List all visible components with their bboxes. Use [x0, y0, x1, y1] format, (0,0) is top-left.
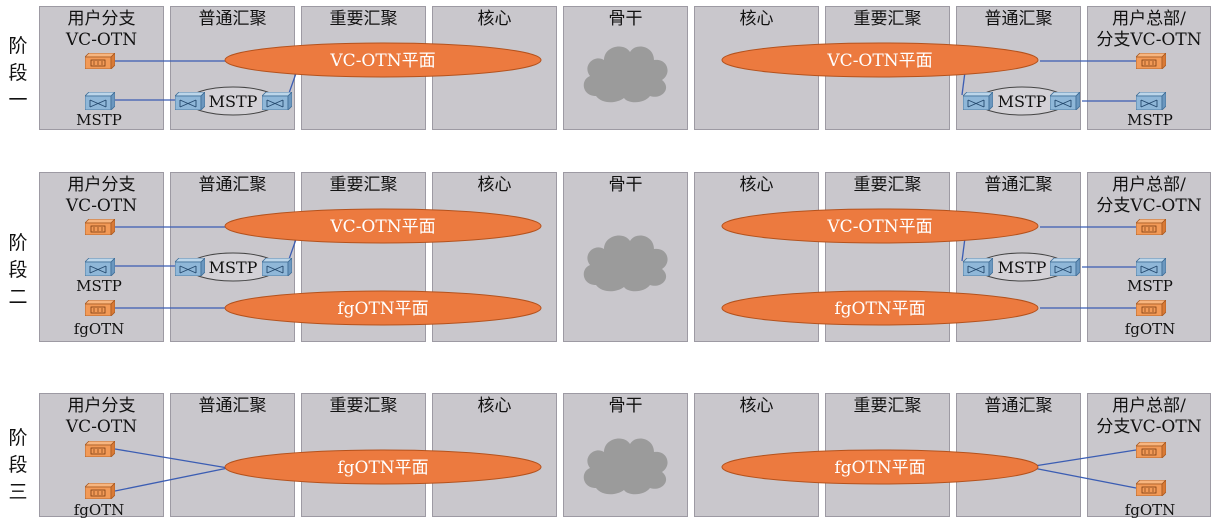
stage-label-3: 阶段三 [8, 427, 28, 503]
stage1-left-vc-otn-plane: VC-OTN平面 [224, 42, 542, 78]
plane-label: VC-OTN平面 [826, 217, 932, 237]
device-label: MSTP [1127, 111, 1173, 129]
col-title: 骨干 [608, 175, 643, 195]
otn-device-icon [85, 53, 115, 69]
otn-device-icon [85, 441, 115, 457]
mstp-device-icon [262, 258, 292, 276]
mstp-device-icon [963, 258, 993, 276]
otn-device-icon [85, 300, 115, 316]
mstp-device-icon [1136, 258, 1166, 276]
plane-label: VC-OTN平面 [826, 51, 932, 71]
col-title: 用户总部/分支VC-OTN [1096, 9, 1202, 50]
plane-label: VC-OTN平面 [329, 217, 435, 237]
col-title: 普通汇聚 [198, 175, 267, 195]
mstp-device-icon [85, 92, 115, 110]
stage2-right-fgotn-plane: fgOTN平面 [721, 290, 1039, 326]
col-title: 重要汇聚 [329, 175, 398, 195]
stage2-links [115, 226, 1136, 309]
cloud-icon [583, 438, 668, 495]
otn-device-icon [1136, 480, 1166, 496]
mstp-device-icon [1050, 258, 1080, 276]
stage3-left-fgotn-plane: fgOTN平面 [224, 449, 542, 485]
device-label: fgOTN [1125, 501, 1176, 519]
mstp-device-icon [1050, 92, 1080, 110]
cloud-icon [583, 46, 668, 103]
plane-label: VC-OTN平面 [329, 51, 435, 71]
plane-label: fgOTN平面 [337, 299, 428, 319]
mstp-device-icon [175, 258, 205, 276]
mstp-ring-label: MSTP [209, 92, 258, 111]
mstp-ring-label: MSTP [998, 92, 1047, 111]
col-title: 重要汇聚 [329, 9, 398, 29]
stage1-left-mstp-ring: MSTP [187, 86, 279, 116]
stage2-right-vc-otn-plane: VC-OTN平面 [721, 208, 1039, 244]
stage2-right-mstp-ring: MSTP [976, 252, 1068, 282]
col-title: 用户总部/分支VC-OTN [1096, 175, 1202, 216]
mstp-ring-label: MSTP [998, 258, 1047, 277]
otn-device-icon [1136, 300, 1166, 316]
stage-label-1: 阶段一 [8, 35, 28, 111]
col-title: 普通汇聚 [198, 396, 267, 416]
mstp-device-icon [1136, 92, 1166, 110]
otn-device-icon [1136, 53, 1166, 69]
stage2-left-vc-otn-plane: VC-OTN平面 [224, 208, 542, 244]
otn-device-icon [85, 483, 115, 499]
col-title: 普通汇聚 [984, 175, 1053, 195]
col-title: 核心 [477, 175, 512, 195]
mstp-device-icon [963, 92, 993, 110]
mstp-device-icon [262, 92, 292, 110]
col-title: 用户总部/分支VC-OTN [1096, 396, 1202, 437]
col-title: 核心 [477, 9, 512, 29]
stage1-right-vc-otn-plane: VC-OTN平面 [721, 42, 1039, 78]
stage2-left-fgotn-plane: fgOTN平面 [224, 290, 542, 326]
col-title: 重要汇聚 [853, 175, 922, 195]
col-title: 重要汇聚 [853, 396, 922, 416]
device-label: fgOTN [1125, 320, 1176, 338]
cloud-icon [583, 235, 668, 292]
mstp-device-icon [175, 92, 205, 110]
plane-label: fgOTN平面 [834, 458, 925, 478]
col-title: 骨干 [608, 396, 643, 416]
col-title: 核心 [739, 175, 774, 195]
mstp-ring-label: MSTP [209, 258, 258, 277]
col-title: 骨干 [608, 9, 643, 29]
col-title: 核心 [477, 396, 512, 416]
stage-label-2: 阶段二 [8, 232, 28, 308]
stage1-right-mstp-ring: MSTP [976, 86, 1068, 116]
plane-label: fgOTN平面 [337, 458, 428, 478]
mstp-device-icon [85, 258, 115, 276]
plane-label: fgOTN平面 [834, 299, 925, 319]
col-title: 普通汇聚 [198, 9, 267, 29]
device-label: MSTP [76, 111, 122, 129]
otn-device-icon [1136, 219, 1166, 235]
device-label: fgOTN [74, 320, 125, 338]
device-label: fgOTN [74, 501, 125, 519]
stage2-left-mstp-ring: MSTP [187, 252, 279, 282]
device-label: MSTP [76, 277, 122, 295]
col-title: 核心 [739, 9, 774, 29]
stage3-links [114, 448, 1137, 492]
stage3-right-fgotn-plane: fgOTN平面 [721, 449, 1039, 485]
device-label: MSTP [1127, 277, 1173, 295]
col-title: 核心 [739, 396, 774, 416]
col-title: 重要汇聚 [853, 9, 922, 29]
col-title: 重要汇聚 [329, 396, 398, 416]
col-title: 普通汇聚 [984, 9, 1053, 29]
otn-device-icon [1136, 442, 1166, 458]
col-title: 普通汇聚 [984, 396, 1053, 416]
otn-device-icon [85, 219, 115, 235]
